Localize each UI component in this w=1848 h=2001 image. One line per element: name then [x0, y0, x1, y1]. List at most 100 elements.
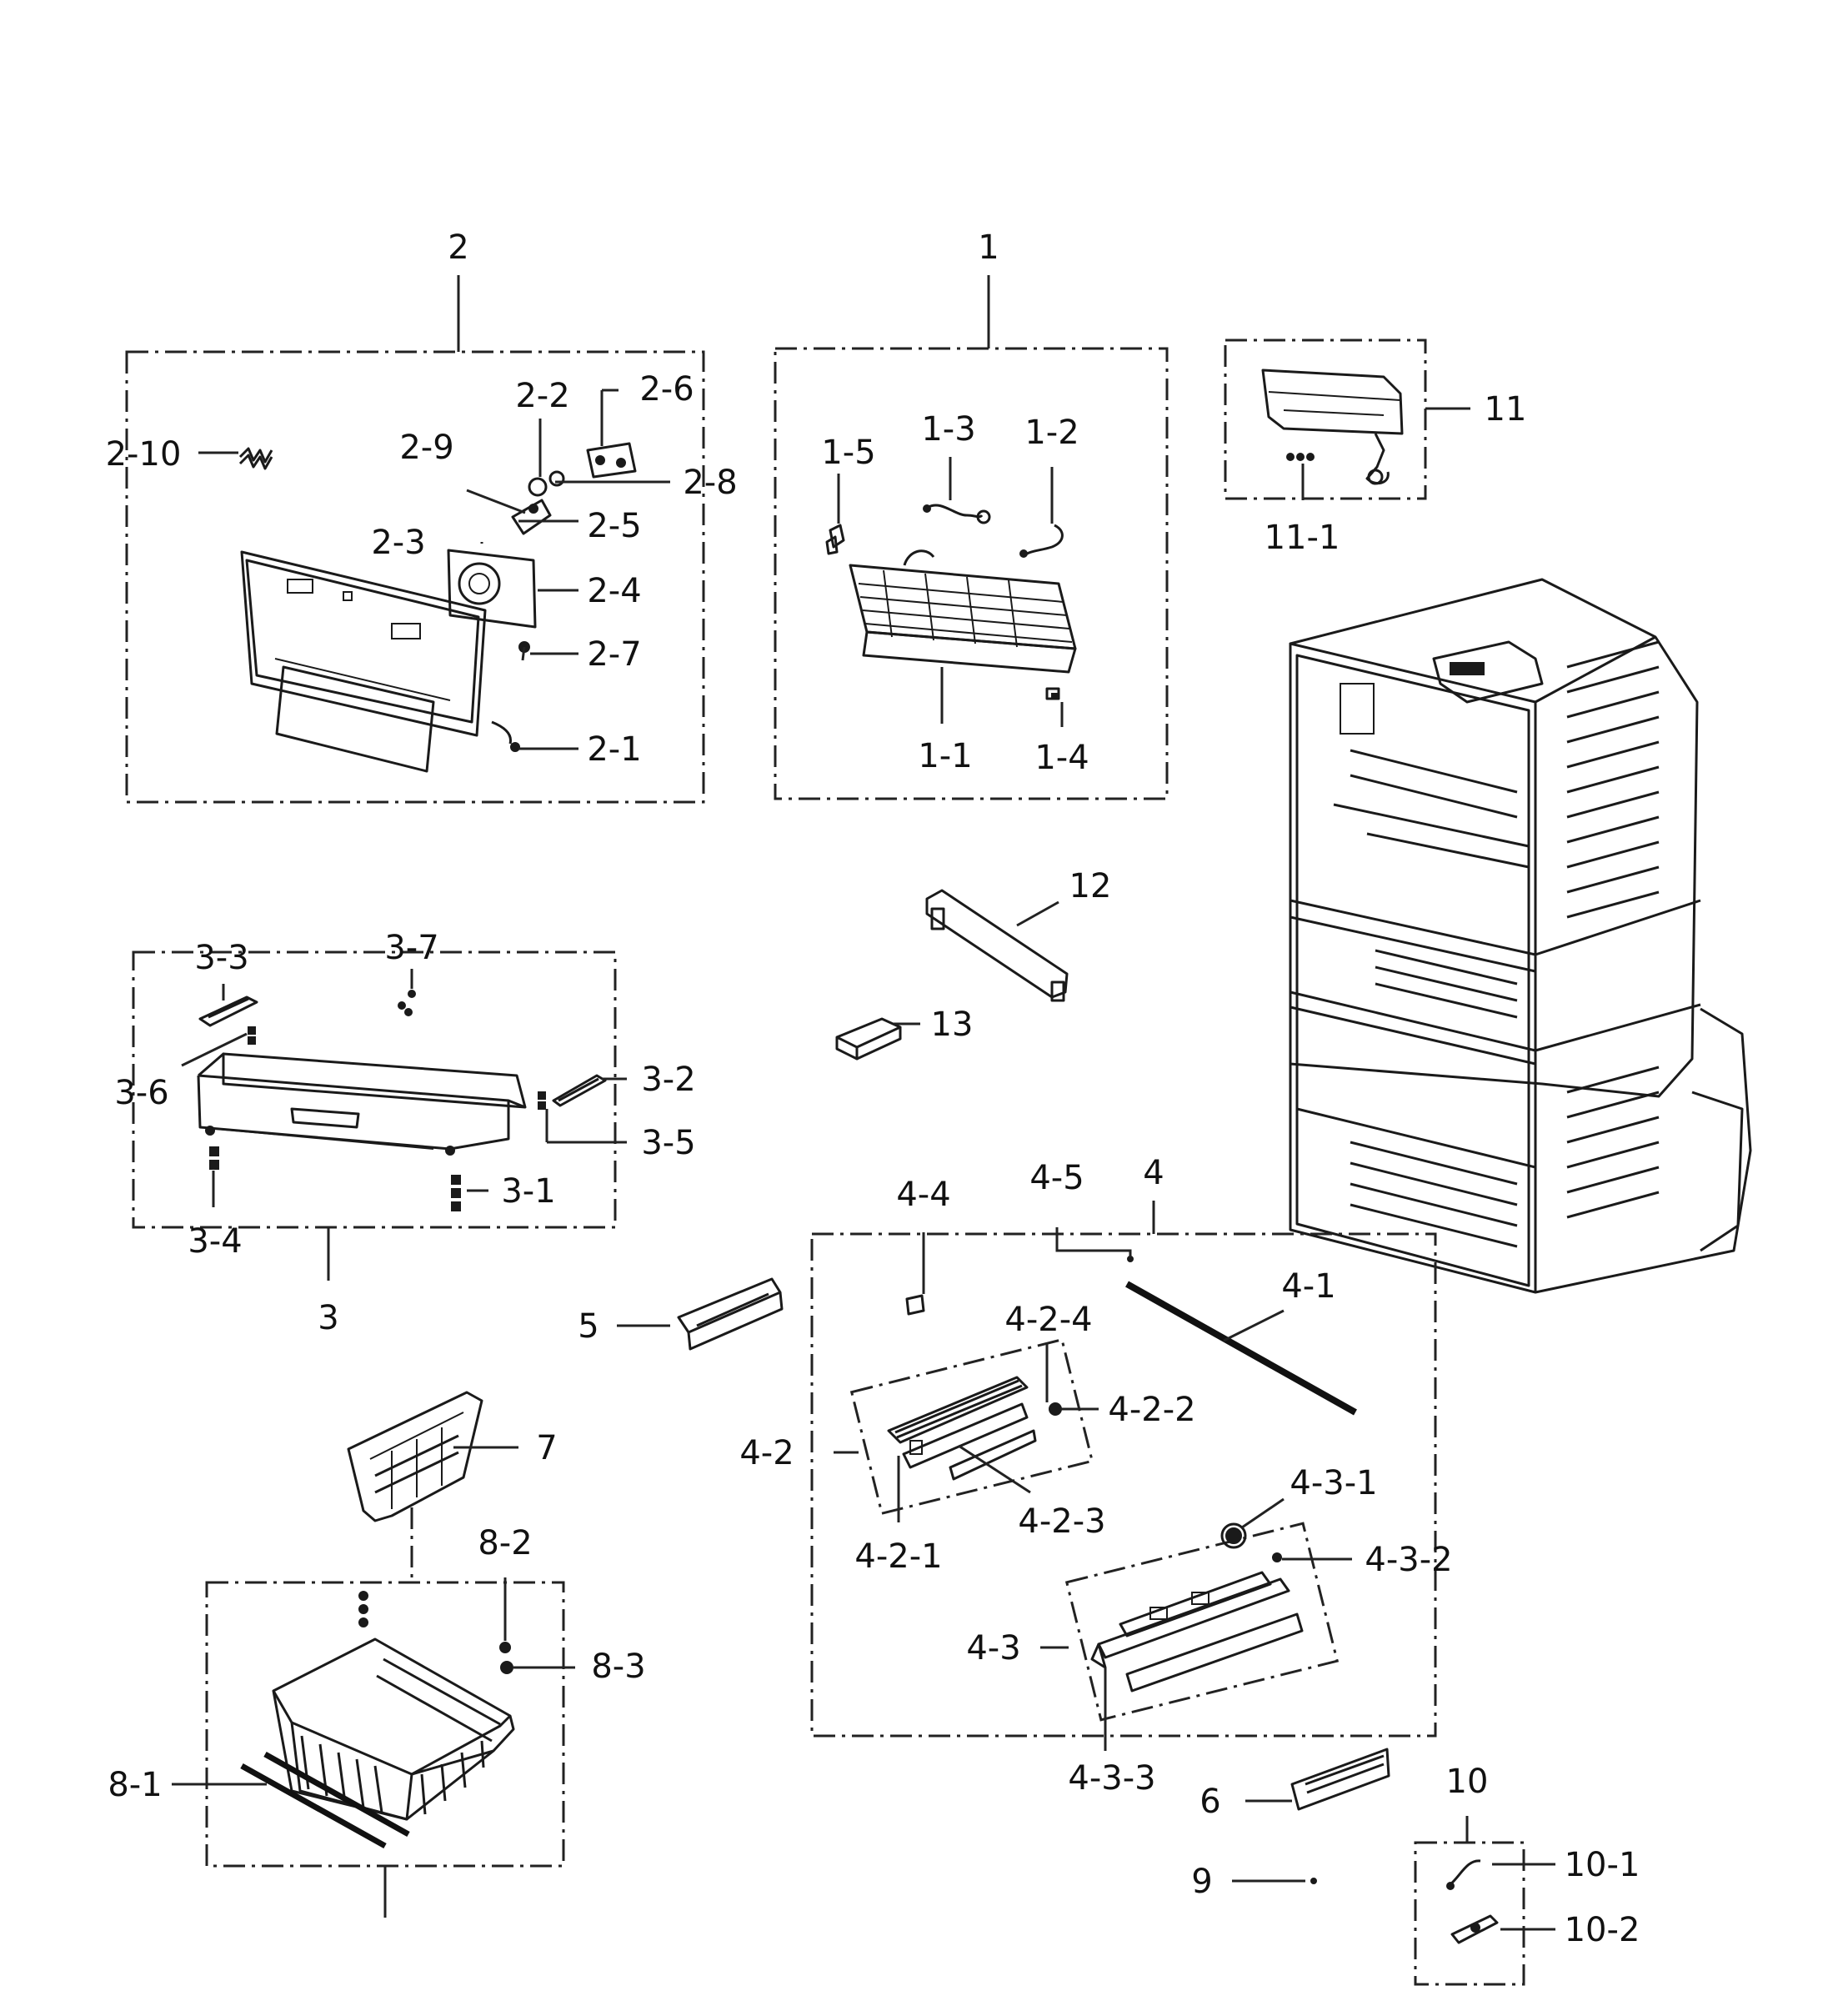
label-6: 6	[1199, 1783, 1220, 1821]
part-bushing-4-2-2	[1049, 1402, 1062, 1416]
cabinet-inner-slots	[1350, 749, 1518, 1248]
label-3-1: 3-1	[501, 1172, 555, 1211]
label-2-8: 2-8	[683, 464, 737, 502]
part-drawer	[197, 1052, 527, 1156]
label-12: 12	[1069, 867, 1112, 905]
label-2-1: 2-1	[587, 730, 641, 769]
label-1-5: 1-5	[821, 434, 875, 472]
part-screw-2-7	[518, 641, 530, 661]
label-4-2: 4-2	[739, 1434, 794, 1472]
part-rail-4-2	[887, 1376, 1037, 1481]
label-10-1: 10-1	[1565, 1846, 1640, 1884]
label-2-5: 2-5	[587, 507, 641, 545]
label-4-3-2: 4-3-2	[1365, 1541, 1452, 1579]
part-evaporator	[849, 549, 1077, 674]
label-3-4: 3-4	[188, 1222, 242, 1261]
part-sensor-2-1	[491, 720, 520, 752]
part-12-rail: 12	[925, 867, 1112, 1002]
label-9: 9	[1191, 1863, 1212, 1901]
part-fan-bracket	[447, 549, 537, 629]
part-roller-3-1	[451, 1175, 461, 1211]
part-fuse-1-2	[1019, 524, 1064, 558]
part-gear-4-3-1	[1220, 1522, 1247, 1549]
label-3: 3	[318, 1299, 338, 1337]
label-3-6: 3-6	[114, 1074, 168, 1112]
part-screw-4-3-2	[1272, 1552, 1282, 1562]
label-4-3: 4-3	[966, 1629, 1020, 1668]
label-4-2-3: 4-2-3	[1018, 1502, 1105, 1541]
group-1-box	[774, 347, 1169, 800]
label-4-2-1: 4-2-1	[854, 1537, 942, 1576]
part-sensor-1-3	[923, 504, 991, 524]
group-4-box	[810, 1232, 1437, 1738]
label-2-10: 2-10	[106, 435, 182, 474]
group-1: 1	[774, 228, 1169, 800]
part-rod-4-1	[1125, 1281, 1357, 1416]
label-1: 1	[978, 228, 999, 267]
part-10-2-connector	[1450, 1914, 1499, 1944]
subgroup-4-2-box	[849, 1337, 1094, 1516]
part-stopper-3-5	[538, 1091, 546, 1110]
label-4-5: 4-5	[1029, 1159, 1084, 1197]
part-heater-1-4	[1045, 687, 1060, 700]
part-8-2	[499, 1642, 511, 1653]
part-fan-motor	[528, 470, 565, 497]
part-motor-mount	[586, 442, 637, 479]
label-1-1: 1-1	[918, 737, 972, 775]
part-screws-basket	[358, 1591, 368, 1627]
part-8-3	[500, 1661, 513, 1674]
group-11-box	[1224, 339, 1427, 500]
part-rail-3-3	[198, 995, 258, 1027]
part-clip-1-5	[825, 524, 845, 555]
part-evaporator-cover	[240, 550, 487, 773]
part-7-guard: 7	[347, 1391, 558, 1522]
label-8-2: 8-2	[478, 1524, 532, 1562]
label-4: 4	[1143, 1154, 1164, 1192]
label-3-3: 3-3	[194, 939, 248, 977]
part-9: 9	[1191, 1863, 1317, 1901]
group-2-box	[125, 350, 705, 804]
group-11: 11 11-1	[1224, 339, 1527, 557]
label-1-2: 1-2	[1024, 414, 1079, 452]
label-11-1: 11-1	[1265, 519, 1340, 557]
part-screws-11-1	[1286, 453, 1315, 461]
part-roller-3-4	[209, 1146, 219, 1170]
part-13-block: 13	[835, 1006, 974, 1061]
label-3-2: 3-2	[641, 1061, 695, 1099]
part-clip-4-4	[905, 1294, 925, 1316]
label-11: 11	[1485, 390, 1527, 429]
part-6-cover: 6	[1199, 1748, 1390, 1821]
part-ice-maker	[1261, 369, 1404, 485]
label-2-3: 2-3	[371, 524, 425, 562]
group-4: 4	[739, 1154, 1452, 1798]
part-basket	[272, 1637, 515, 1821]
part-screws-3-7	[398, 990, 416, 1016]
group-10: 10 10-1 10-2	[1414, 1763, 1640, 1986]
group-2: 2	[106, 228, 738, 804]
part-10-1-wire	[1446, 1859, 1481, 1890]
group-3-box	[132, 950, 617, 1229]
part-clip-2-10	[238, 447, 273, 470]
label-13: 13	[931, 1006, 974, 1044]
cabinet-right-slots	[1566, 640, 1660, 1219]
label-7: 7	[536, 1429, 557, 1467]
label-10-2: 10-2	[1565, 1911, 1640, 1949]
part-5-bracket: 5	[578, 1277, 784, 1351]
label-4-2-2: 4-2-2	[1108, 1391, 1195, 1429]
label-2-2: 2-2	[515, 377, 569, 415]
label-10: 10	[1446, 1763, 1489, 1801]
part-fan-blade	[511, 499, 552, 535]
label-3-5: 3-5	[641, 1124, 695, 1162]
subgroup-4-3-box	[1064, 1522, 1340, 1722]
label-4-2-4: 4-2-4	[1004, 1301, 1092, 1339]
group-10-box	[1414, 1841, 1525, 1986]
part-rail-3-2	[552, 1074, 607, 1107]
label-5: 5	[578, 1307, 598, 1346]
label-2-7: 2-7	[587, 635, 641, 674]
part-rail-4-3	[1090, 1571, 1304, 1693]
label-2-6: 2-6	[639, 370, 694, 409]
label-4-4: 4-4	[896, 1176, 950, 1214]
label-2: 2	[448, 228, 468, 267]
